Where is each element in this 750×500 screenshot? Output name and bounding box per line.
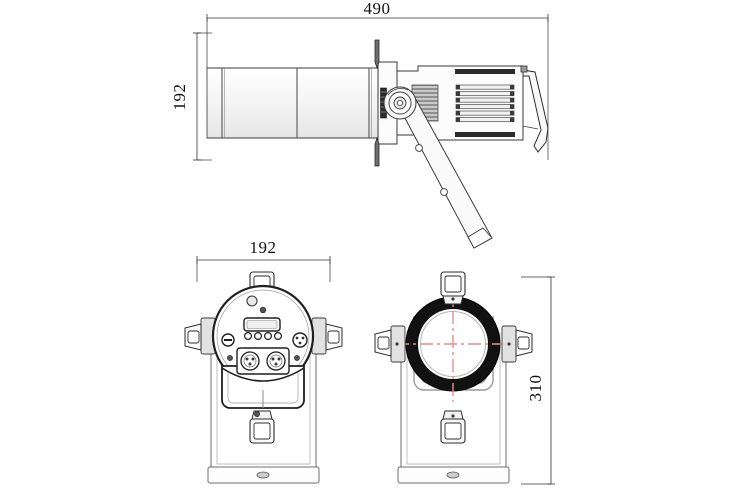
rear-handle-arc [221,367,305,382]
rear-body-lower-cover [221,365,305,409]
dimension-192-rear [196,256,331,282]
yoke-arm-hole-upper [415,144,423,152]
control-button-3[interactable] [264,332,273,341]
rear-top-knob [246,295,258,307]
control-button-1[interactable] [244,332,253,341]
rear-bracket-right [311,317,343,355]
vent-slots [455,84,515,123]
barn-door-inner-line [522,125,539,130]
body-thin-lines [224,68,372,138]
head-accent-bar-top [455,69,515,74]
xlr-output[interactable] [266,351,286,371]
dimension-label-490: 490 [364,0,391,18]
front-bracket-bottom [440,410,466,444]
pivot-pin-bottom [374,136,380,167]
power-switch-port[interactable] [221,333,235,347]
dimension-label-310: 310 [526,375,545,402]
barn-door-flap [522,69,549,153]
front-yoke-bracket-inner [406,332,501,465]
pivot-pin-top [374,39,380,70]
crosshair-centerline [396,287,512,402]
rear-top-screw [259,306,267,314]
control-buttons[interactable] [244,332,283,341]
front-view-group: 310 [374,271,555,485]
xlr-panel-screw-right [294,355,300,361]
lcd-display[interactable] [243,317,281,332]
yoke-pivot-knuckle [383,86,417,120]
dimension-192-side [193,32,212,161]
front-bracket-left [374,325,406,363]
dimension-310 [521,276,555,485]
control-button-4[interactable] [274,332,283,341]
dimension-label-192-side: 192 [170,84,189,111]
head-accent-bar-bottom [455,132,515,137]
rear-yoke-base-slot [256,471,270,479]
xlr-input[interactable] [240,351,260,371]
front-yoke-base-slot [446,471,460,479]
front-bracket-right [501,325,533,363]
rear-yoke-bracket-inner [216,332,311,465]
side-view-group: 490 192 [170,0,549,249]
xlr-panel-screw-left [227,355,233,361]
barn-door-hinge [520,65,528,73]
fixture-body-side [206,67,379,139]
front-bracket-top [440,271,466,305]
dimension-label-192-rear: 192 [250,238,277,257]
rear-view-group: 192 [184,238,343,484]
body-segment-lines [221,68,370,138]
yoke-arm-end-cap [467,227,493,249]
rear-bottom-screw [254,411,260,417]
rear-bracket-left [184,317,216,355]
control-button-2[interactable] [254,332,263,341]
yoke-arm-hole-lower [440,188,448,196]
rear-bracket-bottom [249,410,275,444]
dimension-490 [206,14,549,160]
power-connector-port[interactable] [292,332,308,348]
